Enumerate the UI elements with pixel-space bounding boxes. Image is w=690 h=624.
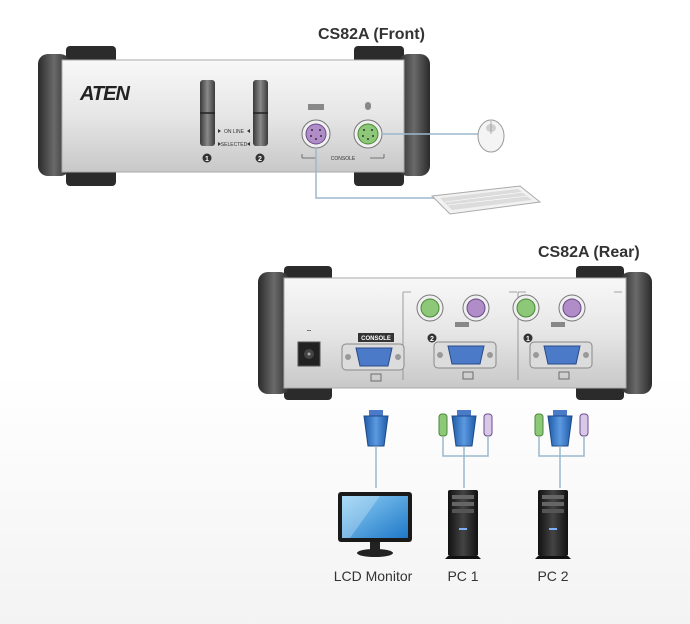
front-keyboard-port[interactable] bbox=[305, 123, 327, 145]
front-unit: ATEN ON LINE SELECTED 1 2 CONSOLE bbox=[38, 46, 430, 186]
power-jack[interactable] bbox=[297, 341, 321, 367]
front-console-label: CONSOLE bbox=[331, 156, 356, 162]
lcd-screen bbox=[342, 496, 408, 538]
pc2-vga-port[interactable] bbox=[433, 341, 497, 369]
port-2-number: 2 bbox=[258, 156, 262, 163]
lcd-monitor-caption: LCD Monitor bbox=[333, 568, 413, 584]
rear-body bbox=[283, 277, 627, 389]
mouse-icon bbox=[365, 102, 371, 110]
pc1-cable-set bbox=[438, 410, 493, 488]
selected-label: SELECTED bbox=[221, 142, 248, 148]
pc1-monitor-icon bbox=[558, 371, 570, 380]
pc1-keyboard-icon bbox=[551, 322, 565, 327]
rear-port-2-badge bbox=[427, 333, 437, 343]
rear-port-1-badge bbox=[523, 333, 533, 343]
rear-unit: ⎓ CONSOLE 2 1 bbox=[258, 266, 652, 400]
pc1-vga-port[interactable] bbox=[529, 341, 593, 369]
front-mouse-port[interactable] bbox=[357, 123, 379, 145]
pc2-keyboard-icon bbox=[455, 322, 469, 327]
aten-logo-text: ATEN bbox=[79, 83, 131, 105]
rear-port-2-number: 2 bbox=[430, 336, 434, 343]
port-2-badge bbox=[255, 153, 265, 163]
rear-console-label: CONSOLE bbox=[361, 336, 391, 342]
rear-port-1-number: 1 bbox=[526, 336, 530, 343]
pc1-keyboard-port[interactable] bbox=[562, 298, 582, 318]
pc2-mouse-port[interactable] bbox=[420, 298, 440, 318]
rear-title: CS82A (Rear) bbox=[538, 244, 640, 261]
front-endcap-right bbox=[398, 54, 430, 176]
pc2-monitor-icon bbox=[462, 371, 474, 380]
rear-console-vga-port[interactable] bbox=[341, 343, 405, 371]
lcd-vga-plug bbox=[363, 410, 389, 447]
pc2-keyboard-port[interactable] bbox=[466, 298, 486, 318]
rear-endcap-right bbox=[620, 272, 652, 394]
pc1-mouse-port[interactable] bbox=[516, 298, 536, 318]
front-title: CS82A (Front) bbox=[318, 26, 425, 43]
keyboard-cable bbox=[315, 148, 440, 199]
power-symbol: ⎓ bbox=[307, 328, 311, 334]
rear-console-monitor-icon bbox=[370, 373, 382, 382]
rear-console-label-bg bbox=[358, 333, 394, 342]
keyboard-icon bbox=[308, 104, 324, 110]
aten-logo: ATEN bbox=[79, 83, 132, 105]
port-1-badge bbox=[202, 153, 212, 163]
pc1-caption: PC 1 bbox=[447, 568, 479, 584]
online-label: ON LINE bbox=[224, 129, 245, 135]
pc1-tower bbox=[445, 490, 481, 559]
mouse-device bbox=[477, 119, 505, 153]
lcd-monitor bbox=[338, 492, 412, 557]
port-1-number: 1 bbox=[205, 156, 209, 163]
pc2-caption: PC 2 bbox=[537, 568, 569, 584]
front-body bbox=[61, 59, 405, 173]
pc2-tower bbox=[535, 490, 571, 559]
keyboard-device bbox=[430, 185, 542, 215]
pc2-cable-set bbox=[534, 410, 589, 488]
rear-endcap-left bbox=[258, 272, 290, 394]
